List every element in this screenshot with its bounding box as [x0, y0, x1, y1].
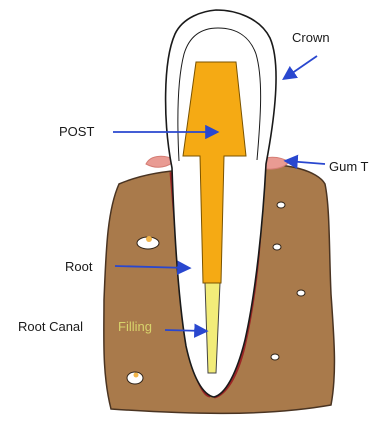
bone-cavity-5	[271, 354, 279, 360]
bone-cavity-4	[297, 290, 305, 296]
gum-arrow	[287, 161, 325, 164]
crown-arrow	[285, 56, 317, 78]
filling-label: Filling	[118, 319, 152, 334]
bone-cavity-3	[273, 244, 281, 250]
root-canal-label: Root Canal	[18, 319, 83, 334]
bone-cavity-2	[277, 202, 285, 208]
crown-label: Crown	[292, 30, 330, 45]
gum-label: Gum T	[329, 159, 369, 174]
root-label: Root	[65, 259, 93, 274]
root-canal-arrow	[165, 330, 205, 331]
post-label: POST	[59, 124, 94, 139]
bone-cavity-6	[127, 372, 143, 384]
